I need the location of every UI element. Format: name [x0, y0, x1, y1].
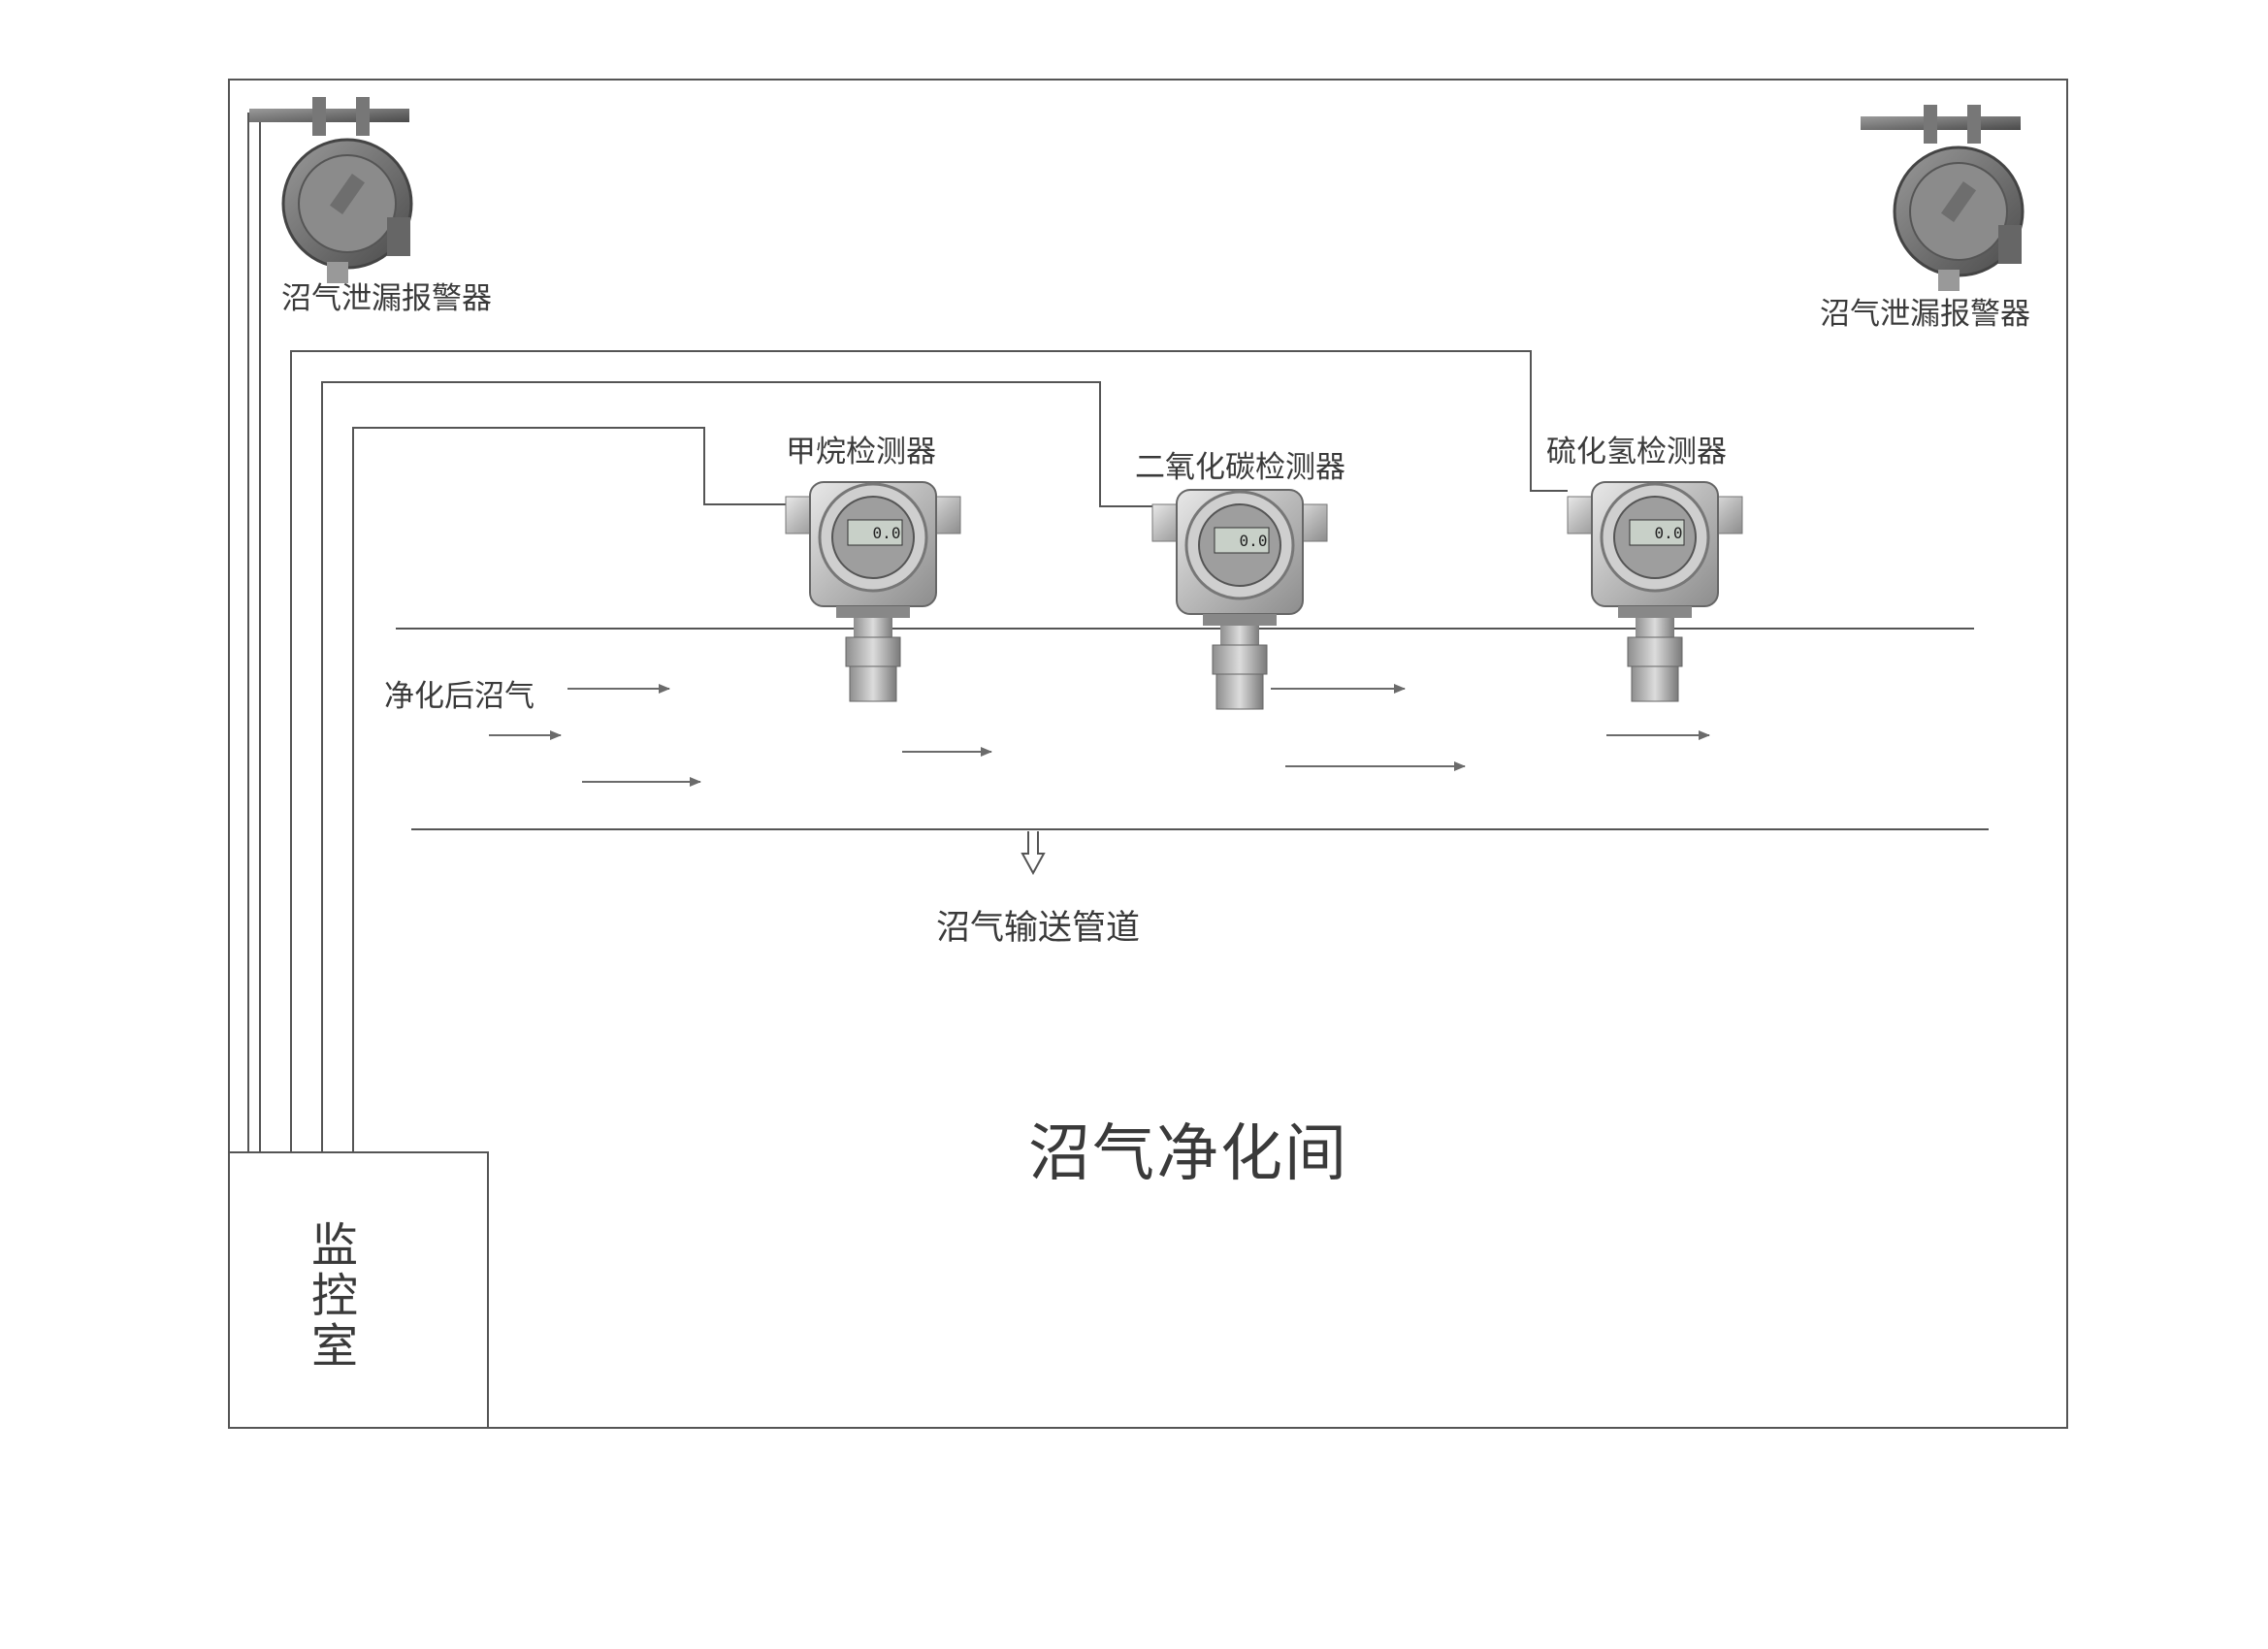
- control-room-box: [228, 1151, 489, 1429]
- detector-readout: 0.0: [873, 524, 901, 542]
- control-room-label: 监控室: [310, 1218, 358, 1374]
- room-boundary: [228, 79, 2068, 1429]
- detector-device: 0.0: [1151, 489, 1328, 710]
- signal-cables: [247, 113, 1568, 1152]
- outflow-arrow: [1021, 831, 1046, 876]
- detector-label-ch4: 甲烷检测器: [786, 435, 936, 469]
- detector-device: 0.0: [785, 481, 961, 702]
- detector-readout: 0.0: [1655, 524, 1683, 542]
- alarm-label-right: 沼气泄漏报警器: [1820, 297, 2030, 332]
- alarm-label-left: 沼气泄漏报警器: [281, 281, 492, 316]
- detector-readout: 0.0: [1240, 532, 1268, 550]
- pipeline-label: 沼气输送管道: [936, 909, 1141, 948]
- flow-arrows: [489, 684, 1710, 787]
- detector-label-h2s: 硫化氢检测器: [1546, 435, 1727, 469]
- flow-label: 净化后沼气: [384, 679, 535, 714]
- detector-label-co2: 二氧化碳检测器: [1135, 450, 1345, 485]
- detector-device: 0.0: [1567, 481, 1743, 702]
- alarm-device: [249, 97, 413, 283]
- room-title: 沼气净化间: [1028, 1118, 1348, 1190]
- alarm-device: [1861, 105, 2025, 291]
